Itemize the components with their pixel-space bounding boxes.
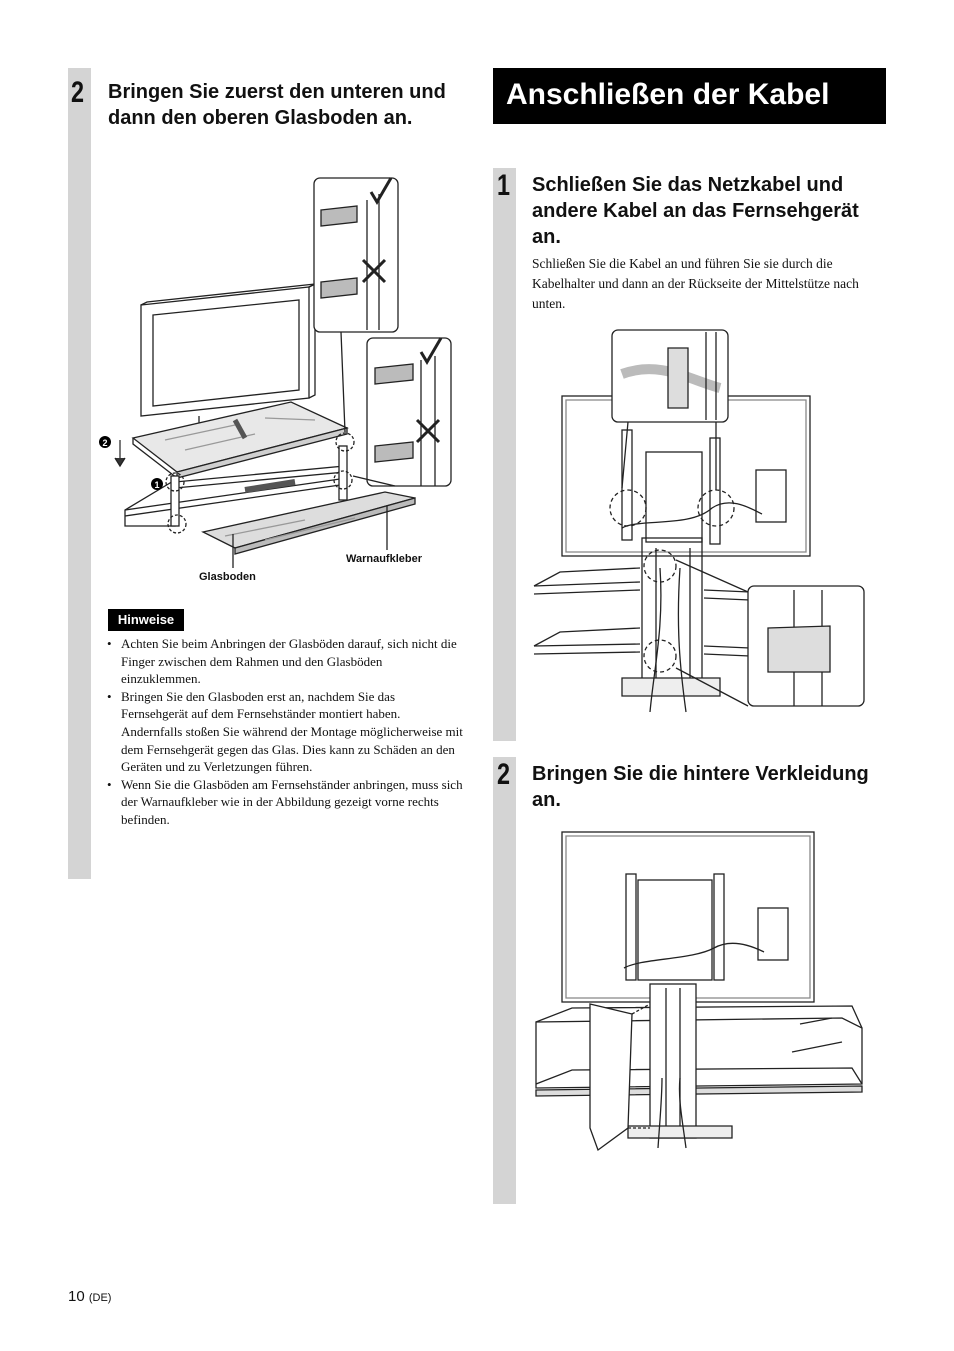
step1-body: Schließen Sie die Kabel an und führen Si… xyxy=(532,256,859,311)
step-title: Bringen Sie zuerst den unteren und dann … xyxy=(108,81,446,129)
notes-title: Hinweise xyxy=(108,609,184,631)
right-step2-bar xyxy=(493,757,516,1204)
page-number: 10 xyxy=(68,1288,85,1305)
cable-illustration xyxy=(533,329,865,713)
step2-number: 2 xyxy=(497,758,511,791)
left-step-bar xyxy=(68,68,91,879)
notes-list: Achten Sie beim Anbringen der Glasböden … xyxy=(104,635,464,829)
step-number: 2 xyxy=(71,76,85,109)
page-footer: 10 (DE) xyxy=(68,1288,111,1305)
label-glasboden: Glasboden xyxy=(199,571,256,583)
section-title: Anschließen der Kabel xyxy=(506,78,830,111)
note-item: Bringen Sie den Glasboden erst an, nachd… xyxy=(104,688,464,776)
note-item: Achten Sie beim Anbringen der Glasböden … xyxy=(104,635,464,688)
step2-title: Bringen Sie die hintere Verkleidung an. xyxy=(532,763,869,811)
step1-title: Schließen Sie das Netzkabel und andere K… xyxy=(532,174,859,248)
glass-shelf-illustration: 2 1 xyxy=(99,177,452,568)
step1-number: 1 xyxy=(497,169,511,202)
callout-2: 2 xyxy=(102,438,107,448)
label-warnaufkleber: Warnaufkleber xyxy=(346,553,423,565)
right-step1-bar xyxy=(493,168,516,741)
callout-1: 1 xyxy=(154,480,159,490)
section-header: Anschließen der Kabel xyxy=(493,68,886,124)
note-item: Wenn Sie die Glasböden am Fernsehständer… xyxy=(104,776,464,829)
language-code: (DE) xyxy=(88,1292,112,1304)
rear-cover-illustration xyxy=(535,831,863,1152)
